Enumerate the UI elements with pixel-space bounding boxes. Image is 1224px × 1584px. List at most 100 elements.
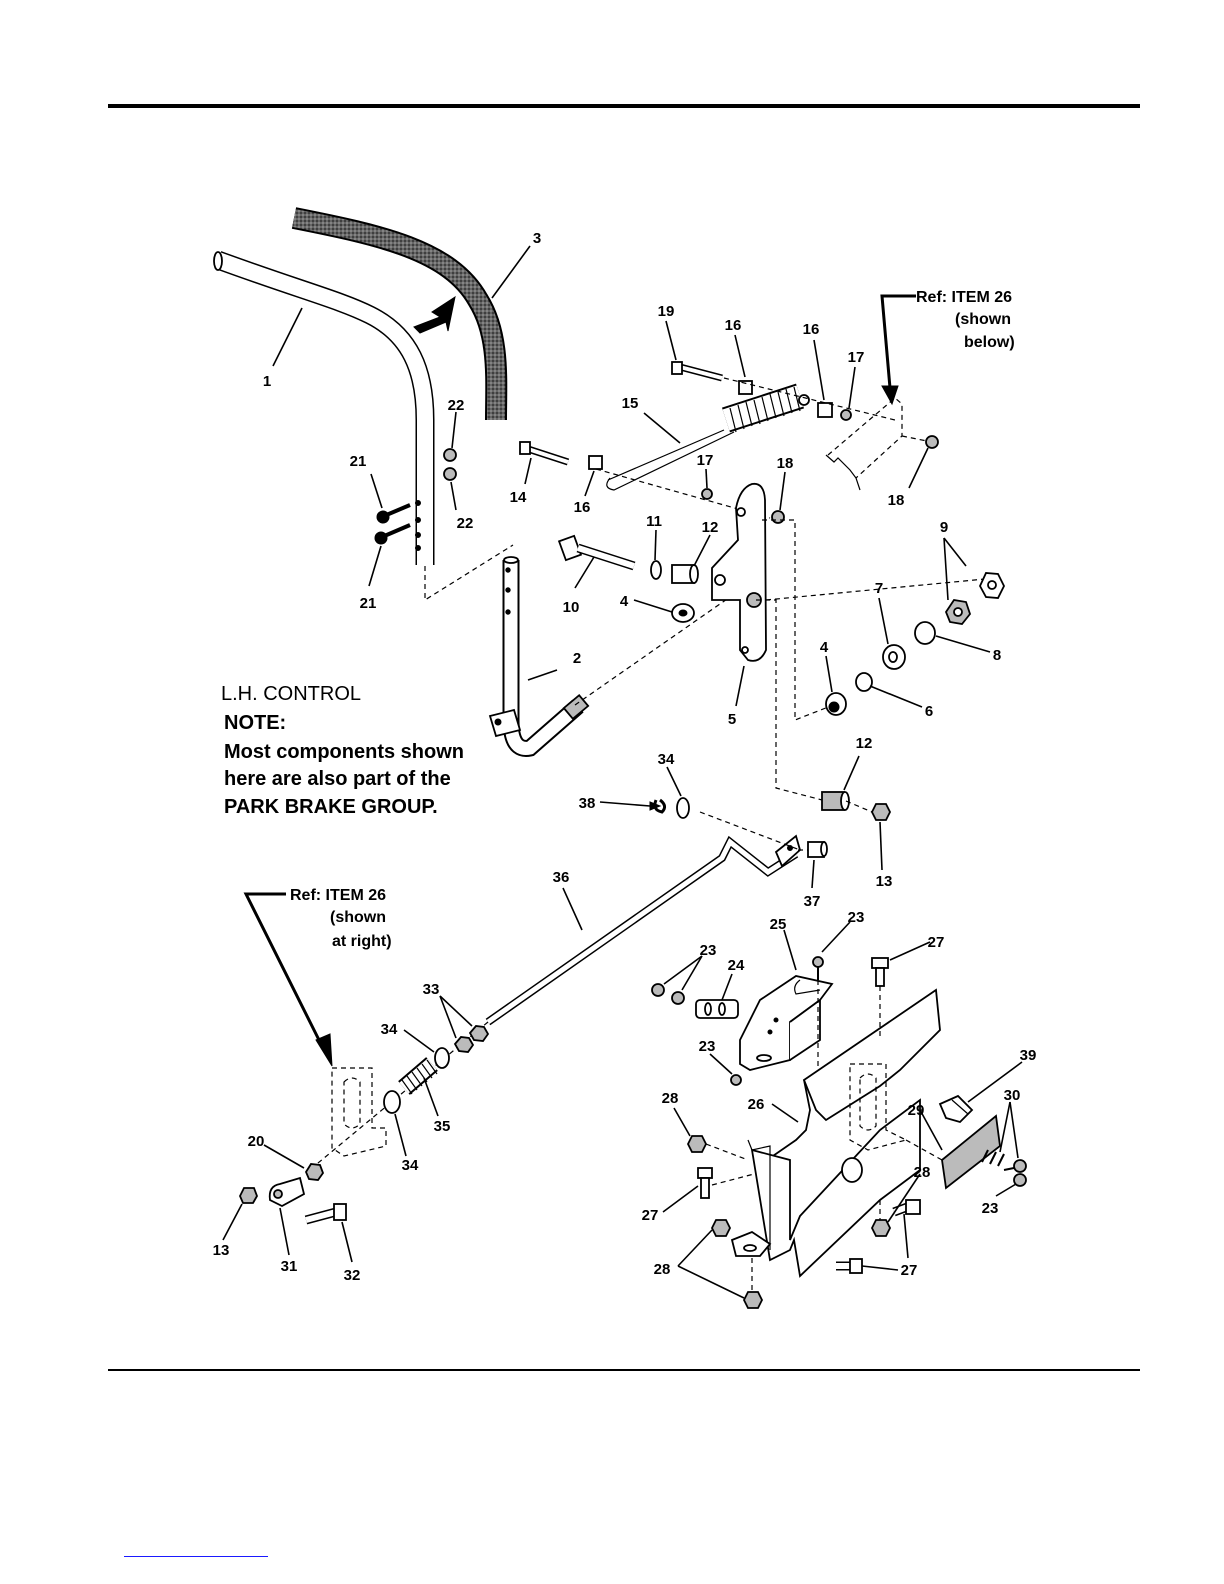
pivot-bolt: [557, 534, 636, 571]
callout-17b: 17: [848, 349, 865, 366]
callout-2: 2: [573, 650, 581, 667]
callout-11: 11: [646, 513, 662, 530]
ref-plate-right: [849, 1063, 908, 1151]
bolt-27-top: [871, 957, 889, 987]
callout-9: 9: [940, 519, 948, 536]
ref-top-line1: Ref: ITEM 26: [916, 289, 1012, 306]
bolt-21-lower: [374, 523, 411, 545]
ref-left-line2: (shown: [330, 909, 386, 926]
footer-link-underline: [124, 1556, 268, 1557]
callout-33: 33: [423, 981, 440, 998]
callout-18a: 18: [777, 455, 794, 472]
bushing-12-lower: [821, 791, 850, 811]
callout-23d: 23: [982, 1200, 999, 1217]
callout-13b: 13: [213, 1242, 230, 1259]
callout-20: 20: [248, 1133, 265, 1150]
nut-28-upper: [686, 1135, 708, 1153]
bracket-26: [769, 988, 941, 1159]
callout-23c: 23: [699, 1038, 716, 1055]
callout-8: 8: [993, 647, 1001, 664]
nut-28-lower-left: [710, 1219, 732, 1237]
nut-22-lower: [443, 467, 457, 481]
callout-10: 10: [563, 599, 580, 616]
callout-38: 38: [579, 795, 596, 812]
bolt-27-bottom: [836, 1258, 863, 1274]
nut-13-right: [870, 803, 892, 821]
ref-note-left: Ref: ITEM 26 (shown at right): [290, 887, 392, 950]
callout-23a: 23: [700, 942, 717, 959]
callout-36: 36: [553, 869, 570, 886]
screw-23-b: [671, 991, 685, 1005]
clip-38: [599, 798, 667, 814]
callout-27c: 27: [901, 1262, 918, 1279]
callout-7: 7: [875, 580, 883, 597]
ref-arrow-top-icon: [880, 294, 916, 406]
washer-34-lower: [383, 1090, 401, 1114]
callout-27a: 27: [928, 934, 945, 951]
nut-9-upper: [978, 572, 1006, 599]
callout-1: 1: [263, 373, 271, 390]
callout-31: 31: [281, 1258, 298, 1275]
screw-23-top: [812, 956, 824, 980]
nuts-33: [453, 1025, 490, 1053]
spacer-16-left: [588, 455, 603, 470]
bracket-25: [739, 975, 834, 1071]
insert-39: [938, 1094, 974, 1124]
bushing-4-upper: [671, 603, 695, 623]
brake-rod: [485, 834, 802, 1026]
callout-28a: 28: [662, 1090, 679, 1107]
header-rule: [108, 104, 1140, 108]
note-block: L.H. CONTROL NOTE: Most components shown…: [221, 683, 464, 818]
ref-arrow-left-icon: [243, 892, 333, 1067]
note-line-3: PARK BRAKE GROUP.: [224, 796, 438, 818]
callout-labels: 1 3 2 22 22 21 21 10 11 12 4 5 14 15 16 …: [213, 230, 1037, 1284]
note-label: NOTE:: [224, 712, 286, 734]
spring-35: [398, 1057, 438, 1095]
callout-28c: 28: [914, 1164, 931, 1181]
ref-top-line3: below): [964, 334, 1015, 351]
callout-16a: 16: [574, 499, 591, 516]
bolt-27-right: [892, 1199, 921, 1217]
leader-lines: [222, 245, 1023, 1299]
callout-15: 15: [622, 395, 639, 412]
washer-11: [650, 560, 662, 580]
nut-18-lower: [771, 510, 785, 524]
washer-8: [914, 621, 936, 645]
callout-5: 5: [728, 711, 736, 728]
callout-27b: 27: [642, 1207, 659, 1224]
callout-22b: 22: [457, 515, 474, 532]
callout-4b: 4: [820, 639, 829, 656]
control-handle: [213, 251, 435, 565]
washer-34-upper: [676, 797, 690, 819]
screws-23-right: [1003, 1159, 1027, 1187]
callout-3: 3: [533, 230, 541, 247]
callout-30: 30: [1004, 1087, 1021, 1104]
spacer-16-right: [817, 402, 833, 418]
return-spring: [606, 383, 810, 491]
callout-21b: 21: [360, 595, 377, 612]
callout-34b: 34: [381, 1021, 398, 1038]
nut-22-upper: [443, 448, 457, 462]
footer-rule: [108, 1369, 1140, 1371]
callout-13a: 13: [876, 873, 893, 890]
side-plate: [730, 1098, 921, 1278]
callout-12a: 12: [702, 519, 719, 536]
ref-top-line2: (shown: [955, 311, 1011, 328]
bolt-21-upper: [376, 503, 411, 524]
callout-18b: 18: [888, 492, 905, 509]
callout-12b: 12: [856, 735, 873, 752]
washer-34-middle: [434, 1047, 450, 1069]
grip-sleeve: [291, 207, 508, 421]
nut-18-upper: [925, 435, 939, 449]
callout-34c: 34: [402, 1157, 419, 1174]
washer-6: [855, 672, 873, 692]
plate-29: [941, 1114, 1001, 1190]
nut-13-left: [239, 1187, 258, 1204]
callout-37: 37: [804, 893, 821, 910]
callout-17a: 17: [697, 452, 714, 469]
callout-24: 24: [728, 957, 745, 974]
assembly-arrow-icon: [413, 295, 456, 334]
callout-14: 14: [510, 489, 527, 506]
nut-9-lower: [944, 599, 972, 625]
